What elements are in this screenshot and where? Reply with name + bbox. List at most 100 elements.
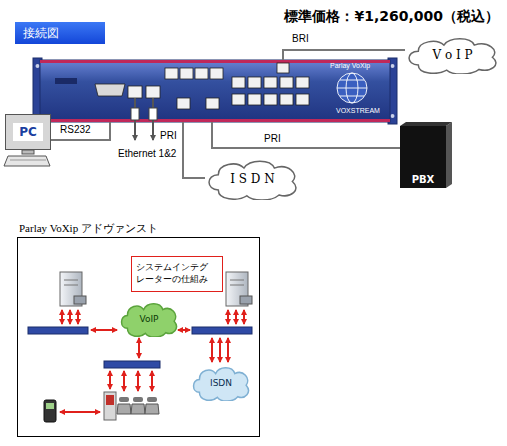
ethernet-cables	[131, 98, 157, 140]
drawing-part	[10, 160, 46, 161]
drawing-part	[64, 285, 78, 286]
drawing-part	[337, 73, 367, 103]
drawing-part	[151, 371, 153, 391]
drawing-part	[232, 77, 245, 88]
node-text: V o I P	[432, 48, 472, 62]
drawing-part	[248, 94, 261, 105]
drawing-part	[296, 77, 309, 88]
cloud-shape	[209, 161, 296, 200]
pc-monitor: PC	[5, 114, 51, 150]
drawing-part	[137, 371, 139, 391]
drawing-part	[106, 395, 114, 405]
cable-line	[51, 122, 110, 140]
drawing-part	[69, 310, 71, 324]
cloud-shape	[409, 39, 496, 74]
drawing-part	[123, 371, 125, 391]
phones	[104, 392, 159, 420]
drawing-part	[40, 60, 390, 122]
drawing-part	[44, 400, 56, 422]
node-text: VoIP	[139, 314, 158, 324]
cable-line	[283, 50, 405, 60]
drawing-part	[219, 338, 221, 362]
drawing-part	[180, 68, 193, 79]
drawing-part	[55, 78, 77, 84]
drawing-part	[4, 156, 50, 166]
drawing-part	[230, 280, 244, 281]
edge-label: BRI	[290, 33, 311, 45]
cable-line	[183, 122, 205, 178]
cloud-shape	[194, 368, 249, 401]
pbx-box: PBX	[400, 126, 446, 188]
drawing-part	[230, 285, 244, 286]
drawing-part	[95, 84, 125, 96]
drawing-part	[240, 296, 252, 304]
drawing-part	[104, 392, 116, 420]
text-wrap: ISDN	[210, 378, 232, 388]
section-frame: Parlay VoXip アドヴァンストシステムインテグ レーターの仕組みVoI…	[17, 237, 260, 437]
pbx-side	[446, 122, 452, 188]
title-badge: 接続図	[15, 22, 105, 44]
drawing-part	[280, 94, 293, 105]
drawing-part	[235, 310, 237, 324]
drawing-part	[91, 329, 117, 331]
text-wrap: I S D N	[230, 172, 275, 186]
node-text: Parlay VoXip	[330, 62, 370, 69]
drawing-part	[206, 98, 219, 109]
drawing-part	[391, 114, 395, 118]
device-ports	[95, 63, 309, 109]
mobile-phone	[44, 400, 56, 422]
drawing-part	[277, 63, 289, 73]
drawing-part	[46, 403, 54, 409]
drawing-part	[280, 77, 293, 88]
price-label: 標準価格：¥1,260,000（税込）	[282, 8, 501, 25]
drawing-part	[227, 310, 229, 324]
drawing-part	[337, 88, 367, 89]
drawing-part	[138, 338, 140, 358]
drawing-part	[131, 108, 139, 120]
node-text: システムインテグ レーターの仕組み	[136, 262, 218, 285]
drawing-part	[210, 68, 223, 79]
drawing-part	[178, 329, 190, 331]
drawing-part	[232, 94, 245, 105]
drawing-part	[145, 404, 159, 414]
drawing-part	[296, 94, 309, 105]
drawing-part	[147, 397, 157, 402]
cable-line	[212, 122, 400, 148]
drawing-part	[61, 310, 63, 324]
drawing-part	[104, 361, 160, 368]
drawing-part	[211, 338, 213, 362]
device-globe	[337, 73, 367, 103]
node-text: VOXSTREAM	[336, 107, 380, 114]
gateway-device: Parlay VoXipVOXSTREAM	[40, 60, 390, 122]
drawing-part	[146, 86, 160, 98]
drawing-part	[133, 397, 143, 402]
drawing-part	[40, 119, 390, 122]
edge-label: PRI	[158, 130, 179, 142]
drawing-part	[165, 68, 178, 79]
server-right	[226, 272, 252, 306]
drawing-part	[22, 150, 34, 154]
text-wrap: PC	[13, 123, 43, 141]
node-text: ISDN	[210, 378, 232, 388]
node-text: Parlay VoXip アドヴァンスト	[19, 221, 158, 236]
node-text: PC	[13, 123, 43, 141]
node-text: PBX	[412, 174, 435, 185]
drawing-part	[192, 327, 252, 334]
drawing-part	[74, 296, 86, 304]
drawing-part	[149, 108, 157, 120]
drawing-part	[60, 411, 100, 413]
drawing-part	[391, 64, 395, 68]
cloud: I S D N	[205, 158, 300, 200]
pc-keyboard	[4, 150, 50, 166]
drawing-part	[264, 94, 277, 105]
text-wrap: PBX	[412, 174, 435, 185]
drawing-part	[117, 404, 131, 414]
cloud-shape	[122, 304, 177, 337]
drawing-part	[77, 310, 79, 324]
cloud: V o I P	[405, 36, 500, 74]
cloud: ISDN	[191, 365, 251, 401]
cloud: VoIP	[119, 301, 179, 337]
port-label: Ethernet 1&2	[116, 148, 178, 160]
drawing-part	[128, 86, 142, 98]
drawing-part	[264, 77, 277, 88]
